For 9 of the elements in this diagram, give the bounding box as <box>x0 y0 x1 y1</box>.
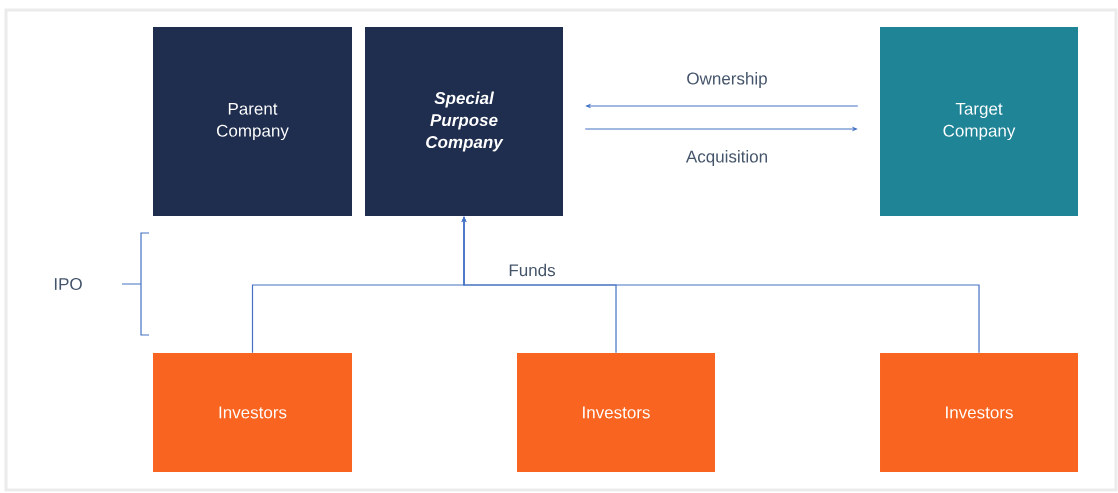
investor-box: Investors <box>880 353 1078 472</box>
bracket-label: IPO <box>54 278 82 291</box>
investor-box: Investors <box>153 353 352 472</box>
company-box: Target Company <box>880 27 1078 216</box>
company-box: Parent Company <box>153 27 352 216</box>
edge-label: Ownership <box>685 71 769 89</box>
edge-label: Acquisition <box>684 149 770 167</box>
investor-box: Investors <box>517 353 715 472</box>
company-box: Special Purpose Company <box>365 27 563 216</box>
